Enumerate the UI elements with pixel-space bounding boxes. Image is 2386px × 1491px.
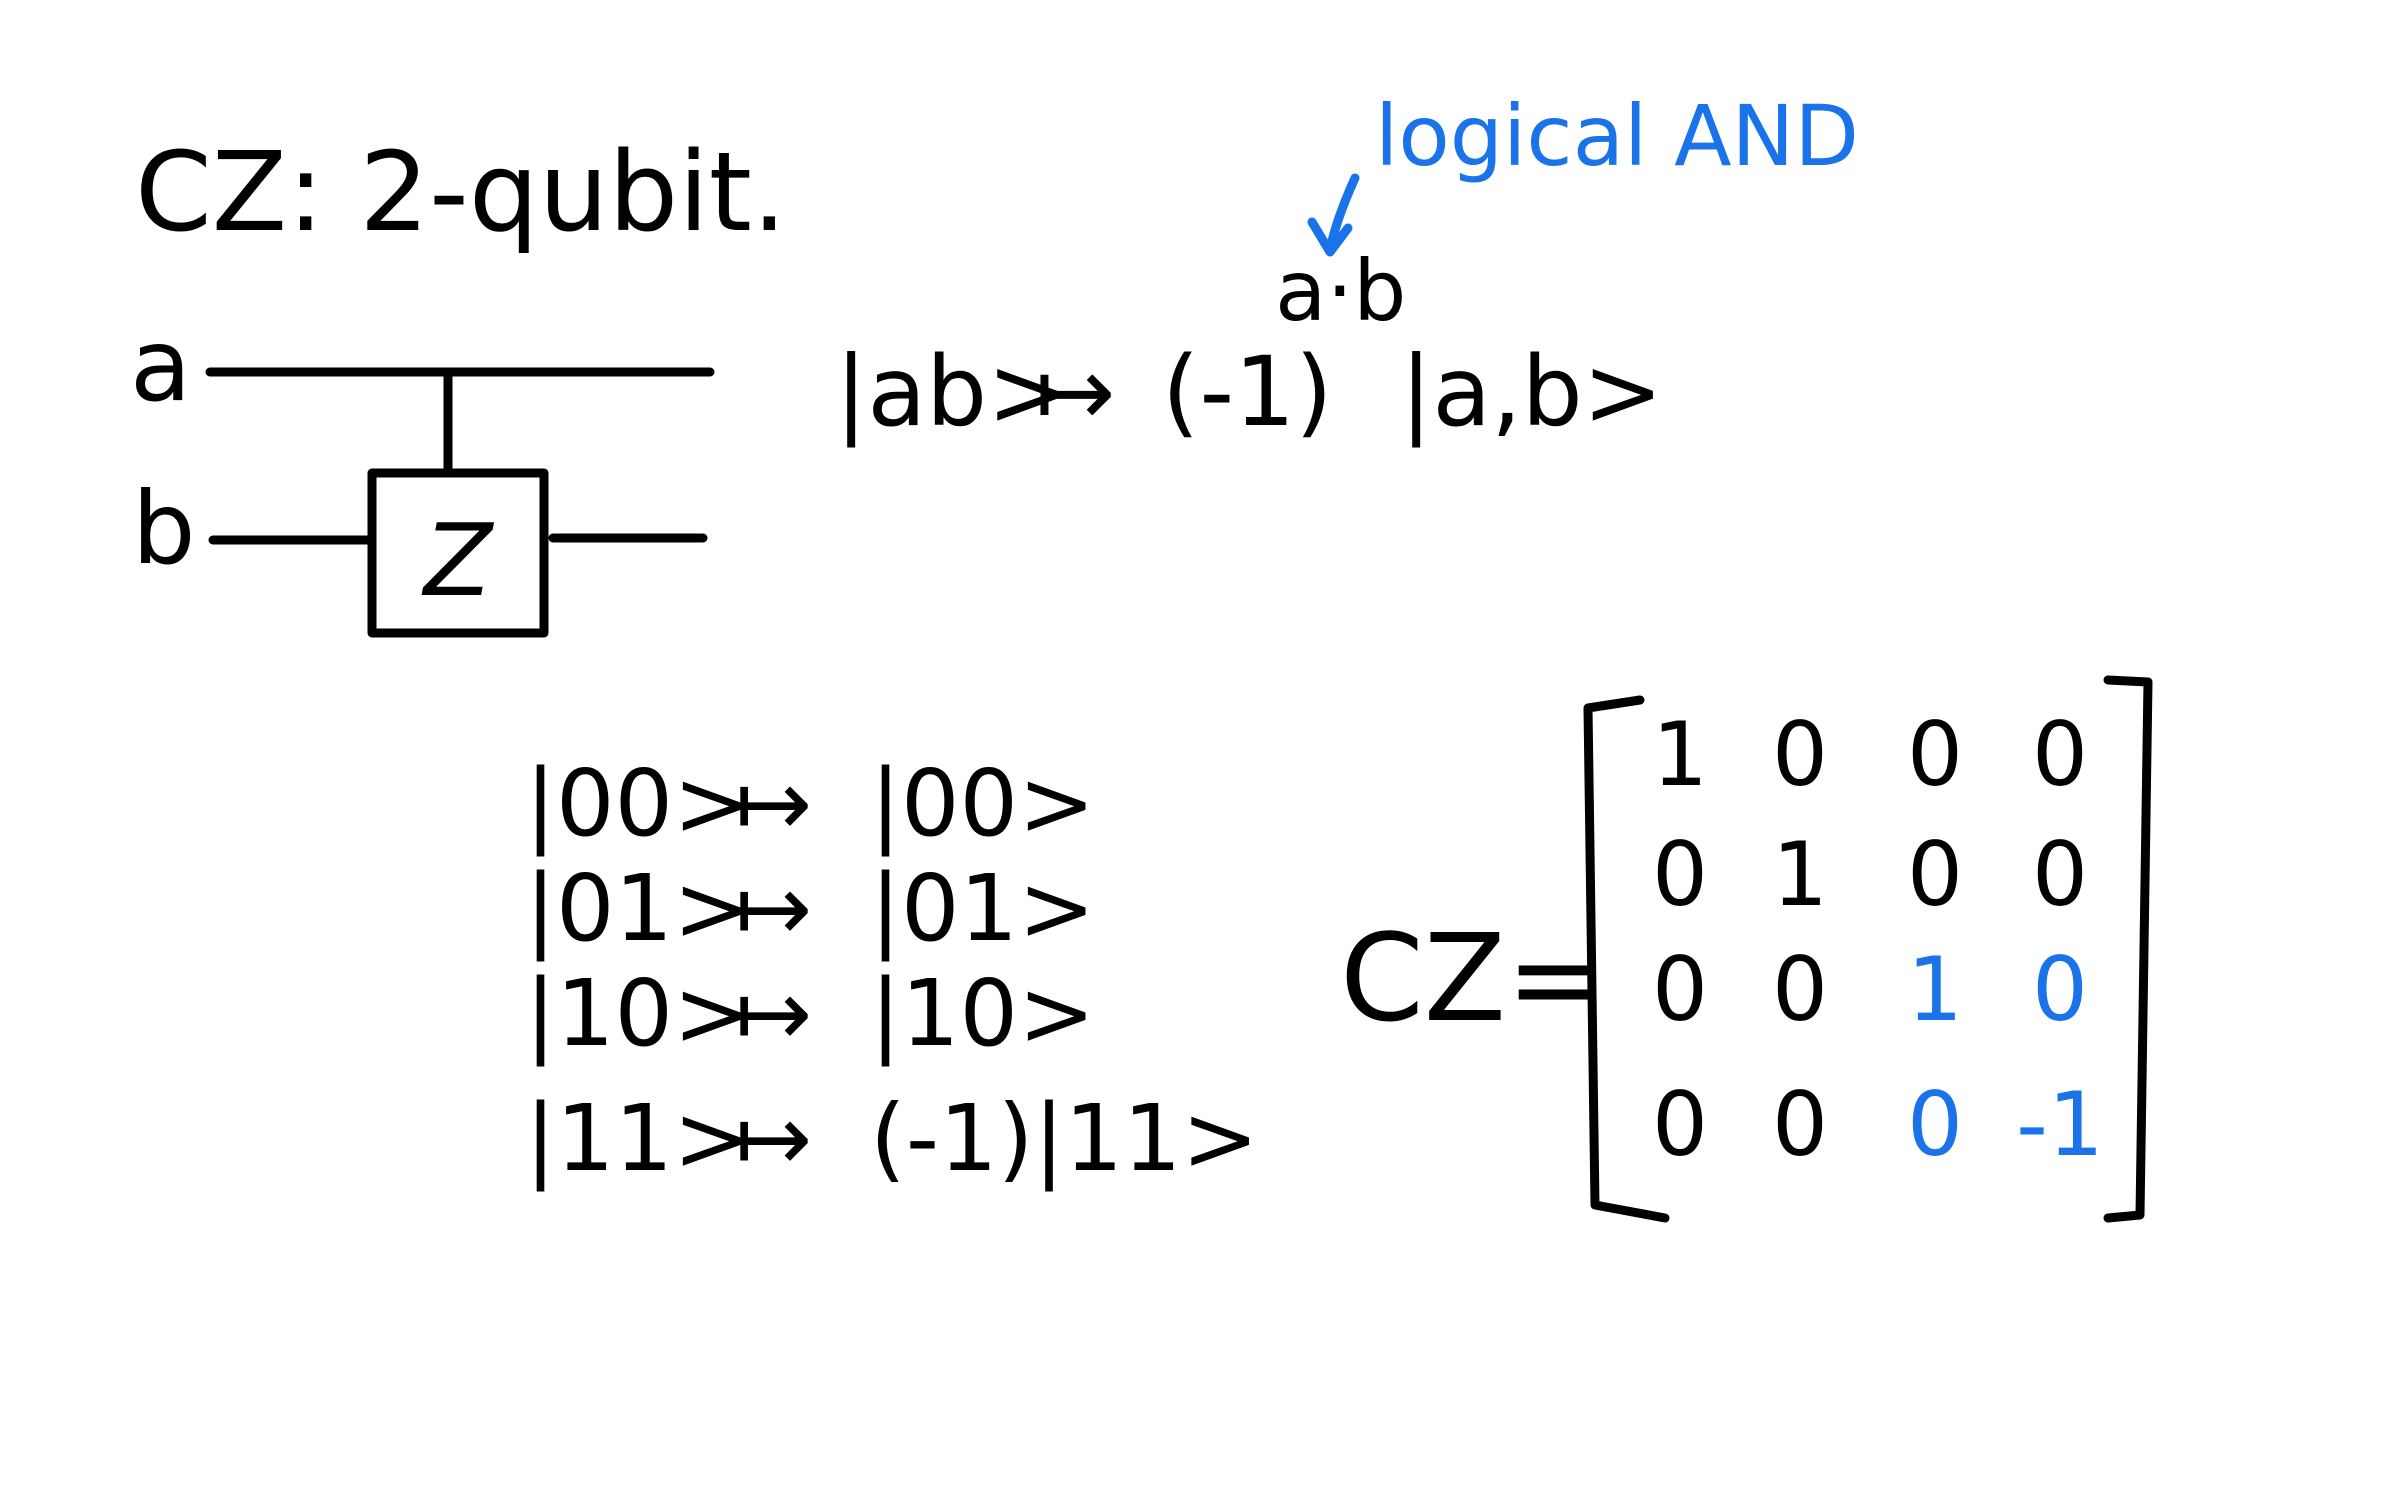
- formula-exponent: a·b: [1275, 242, 1407, 340]
- circuit-diagram: a b Z: [130, 307, 715, 638]
- wire-a-label: a: [130, 307, 191, 424]
- truth-row-input: |00>: [525, 750, 750, 857]
- truth-row-input: |11>: [525, 1085, 750, 1192]
- annotation-text: logical AND: [1375, 87, 1859, 185]
- matrix-cell: 1: [1907, 938, 1963, 1041]
- truth-table-row: |10>↦|10>: [525, 960, 1095, 1067]
- matrix-cell: 0: [2032, 823, 2088, 926]
- down-left-arrow-icon: [1307, 173, 1360, 257]
- logical-and-annotation: logical AND: [1307, 87, 1859, 257]
- matrix-cell: 0: [1907, 823, 1963, 926]
- matrix-cell: 0: [1772, 938, 1828, 1041]
- matrix-cell: 0: [2032, 938, 2088, 1041]
- matrix-cell: 0: [1907, 703, 1963, 806]
- formula-output-ket: |a,b>: [1400, 336, 1663, 449]
- matrix-cell: 0: [1907, 1073, 1963, 1176]
- truth-row-output: |00>: [870, 750, 1095, 857]
- formula-input-ket: |ab>: [835, 336, 1068, 449]
- truth-row-input: |01>: [525, 855, 750, 962]
- cz-formula: |ab> ↦ (-1) a·b |a,b>: [835, 242, 1663, 449]
- matrix-cell: 0: [1772, 703, 1828, 806]
- matrix-right-bracket: [2103, 675, 2153, 1223]
- z-gate-box: [367, 468, 549, 638]
- truth-row-arrow: ↦: [735, 1085, 812, 1192]
- truth-table-row: |00>↦|00>: [525, 750, 1095, 857]
- truth-table-row: |01>↦|01>: [525, 855, 1095, 962]
- matrix-cell: 0: [1652, 823, 1708, 926]
- truth-row-arrow: ↦: [735, 855, 812, 962]
- matrix-label: CZ=: [1340, 910, 1607, 1049]
- formula-maps-to-arrow: ↦: [1035, 336, 1115, 448]
- z-gate-label: Z: [421, 502, 495, 619]
- matrix-cell: 0: [2032, 703, 2088, 806]
- truth-table-row: |11>↦ (-1)|11>: [525, 1085, 1259, 1192]
- truth-row-arrow: ↦: [735, 960, 812, 1067]
- truth-table: |00>↦|00>|01>↦|01>|10>↦|10>|11>↦(-1)|11>: [525, 750, 1259, 1192]
- matrix-cell: 0: [1772, 1073, 1828, 1176]
- truth-row-output: (-1)|11>: [870, 1085, 1259, 1192]
- matrix-cell: 1: [1772, 823, 1828, 926]
- truth-row-arrow: ↦: [735, 750, 812, 857]
- truth-row-input: |10>: [525, 960, 750, 1067]
- matrix-cell: 0: [1652, 1073, 1708, 1176]
- matrix-cell: 1: [1652, 703, 1708, 806]
- matrix-cell: -1: [2016, 1073, 2104, 1176]
- matrix-left-bracket: [1583, 695, 1670, 1223]
- formula-phase: (-1): [1162, 336, 1333, 448]
- truth-row-output: |01>: [870, 855, 1095, 962]
- matrix-cell: 0: [1652, 938, 1708, 1041]
- page-title: CZ: 2-qubit.: [135, 128, 787, 256]
- wire-b-label: b: [132, 470, 195, 587]
- truth-row-output: |10>: [870, 960, 1095, 1067]
